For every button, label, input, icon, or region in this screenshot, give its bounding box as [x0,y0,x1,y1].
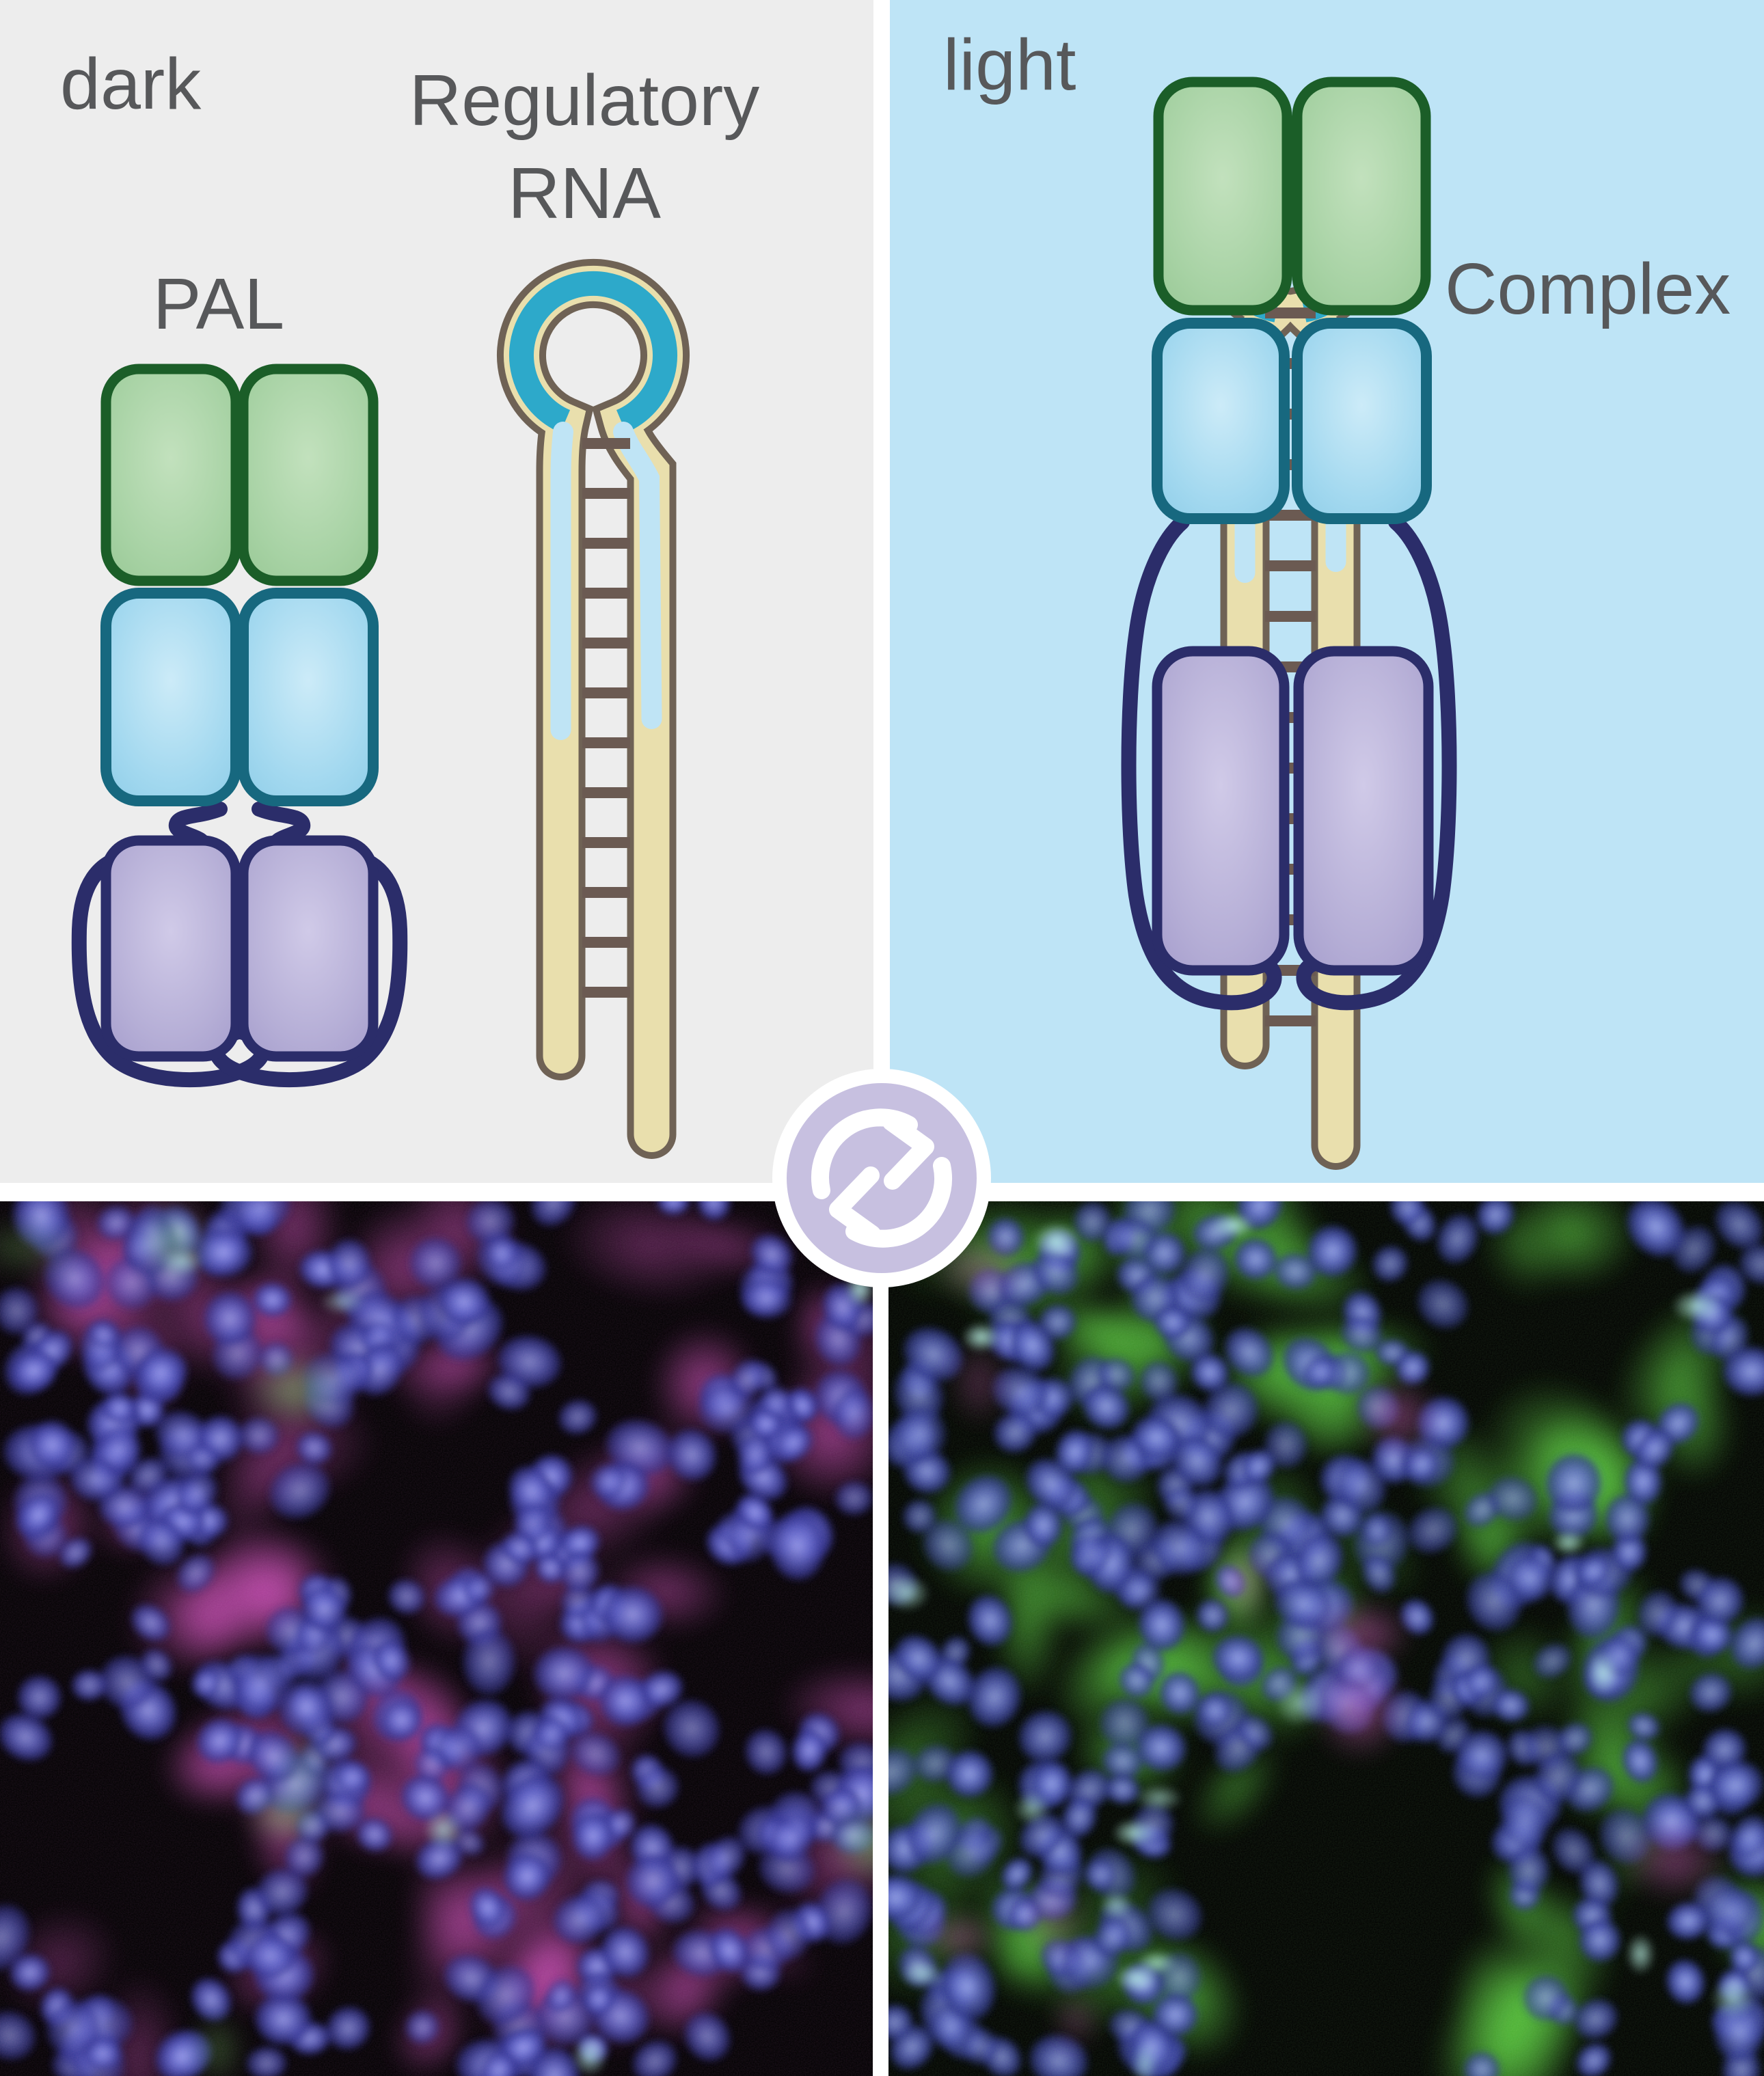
light-state-label: light [943,25,1076,105]
pal-pas-domain-left [100,588,241,806]
complex-linker-right [1296,515,1457,1011]
pal-lov-domain-left [100,364,241,586]
pal-effector-domain-right [238,835,379,1062]
complex-lov-domain-right [1292,77,1431,316]
pal-lov-domain-right [238,364,379,586]
rna-loop-teal [509,271,677,433]
complex-pas-domain-left [1152,318,1290,524]
pal-label: PAL [152,264,285,344]
complex-effector-domain-right [1293,646,1434,976]
dark-state-label: dark [60,44,202,124]
micrograph-light-svg [832,1132,1764,2076]
pal-pas-domain-right [238,588,379,806]
micrograph-light-state [832,1132,1764,2076]
complex-lov-domain-left [1153,77,1292,316]
pal-protein [71,364,408,1088]
panel-dark-state: dark PAL Regulatory RNA [0,0,873,1183]
complex-protein [1121,77,1457,1011]
complex-effector-domain-left [1152,646,1290,976]
pal-effector-domain-left [100,835,241,1062]
complex-pas-domain-right [1292,318,1432,524]
dark-state-diagram [71,258,690,1159]
cycle-arrow-bottom-head [829,1166,881,1243]
regulatory-rna-label-line2: RNA [508,152,661,234]
cycle-arrows-icon [772,1069,991,1287]
micrograph-dark-svg [0,1151,951,2076]
panel-light-state: light Complex [890,0,1764,1183]
rna-core-left [550,422,573,740]
rna-core-right [613,422,662,729]
regulatory-rna-label-line1: Regulatory [409,60,760,141]
micrograph-dark-state [0,1151,951,2076]
complex-label: Complex [1445,249,1731,329]
complex-linker-left [1121,515,1282,1011]
regulatory-rna-hairpin [497,258,690,1159]
cycle-arrow-top-head [882,1113,934,1190]
regulatory-rna-label: Regulatory RNA [311,55,858,240]
light-state-diagram [1121,77,1457,1170]
